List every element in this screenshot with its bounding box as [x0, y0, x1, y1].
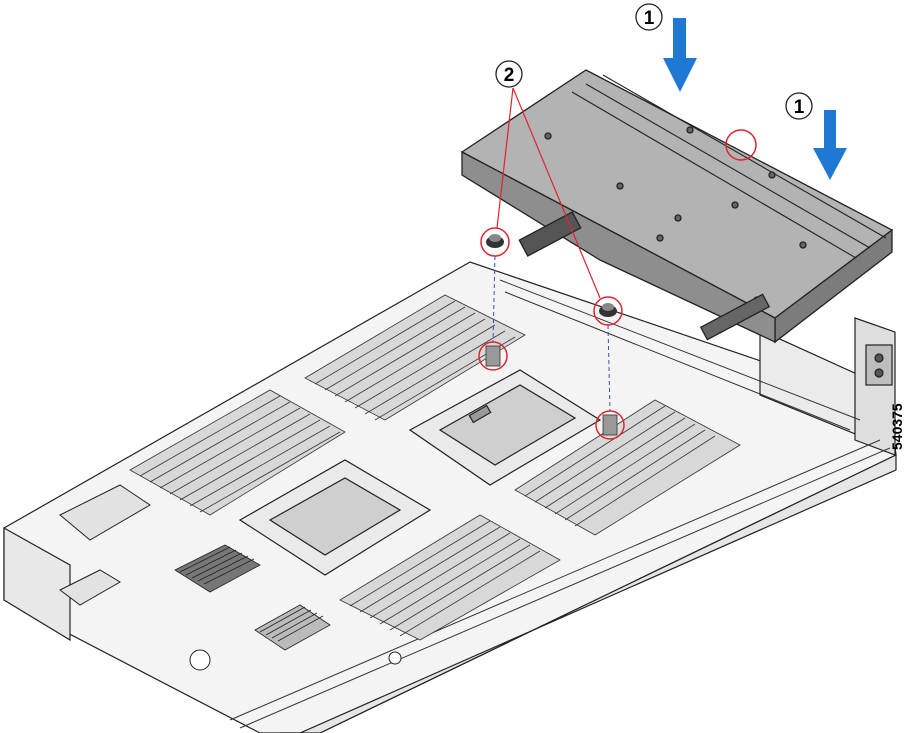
server-chassis	[3, 261, 897, 733]
thumbscrew-upper-left	[480, 227, 510, 257]
callout-1-right: 1	[785, 92, 813, 120]
dimm-bank-lower-right	[339, 514, 561, 641]
component-tray	[460, 69, 894, 344]
callout-1-left-label: 1	[644, 8, 655, 29]
heatsink-front	[174, 544, 331, 651]
down-arrow-left	[663, 18, 697, 92]
cpu-socket-right	[408, 369, 602, 486]
front-bracket	[59, 484, 402, 671]
dimm-bank-right	[514, 399, 741, 536]
alignment-lines	[492, 255, 611, 412]
callout-1-left: 1	[635, 3, 663, 31]
callout-2: 2	[495, 60, 601, 299]
down-arrow-right	[813, 110, 847, 180]
dimm-bank-middle-left	[129, 389, 346, 516]
dimm-bank-upper-left	[304, 294, 526, 421]
side-rail	[229, 279, 891, 729]
callout-2-label: 2	[504, 65, 515, 86]
tray-alignment-highlight	[725, 129, 757, 161]
figure-id: 540375	[889, 403, 905, 450]
cpu-socket-left	[238, 459, 432, 576]
callout-1-right-label: 1	[794, 97, 805, 118]
